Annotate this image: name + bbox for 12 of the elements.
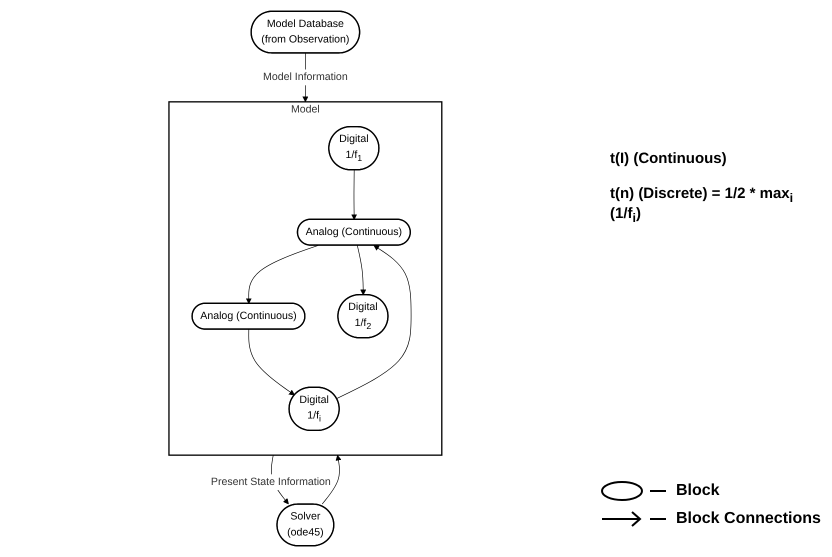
- arrow: [356, 245, 366, 296]
- arrow: [322, 454, 341, 504]
- timing-note: t(n) (Discrete) = 1/2 * max$_{i}$ (1/f$_{i}$): [610, 185, 794, 225]
- arrow: [350, 170, 357, 220]
- edge-label: Present State Information: [210, 476, 330, 488]
- arrow: [245, 245, 318, 304]
- edge-label: Model Information: [262, 71, 348, 83]
- legend-text: Block Connections: [676, 510, 821, 528]
- timing-note: t(I) (Continuous): [610, 150, 728, 167]
- legend-text: Block: [676, 482, 720, 500]
- arrow: [336, 245, 412, 399]
- arrow: [248, 329, 294, 396]
